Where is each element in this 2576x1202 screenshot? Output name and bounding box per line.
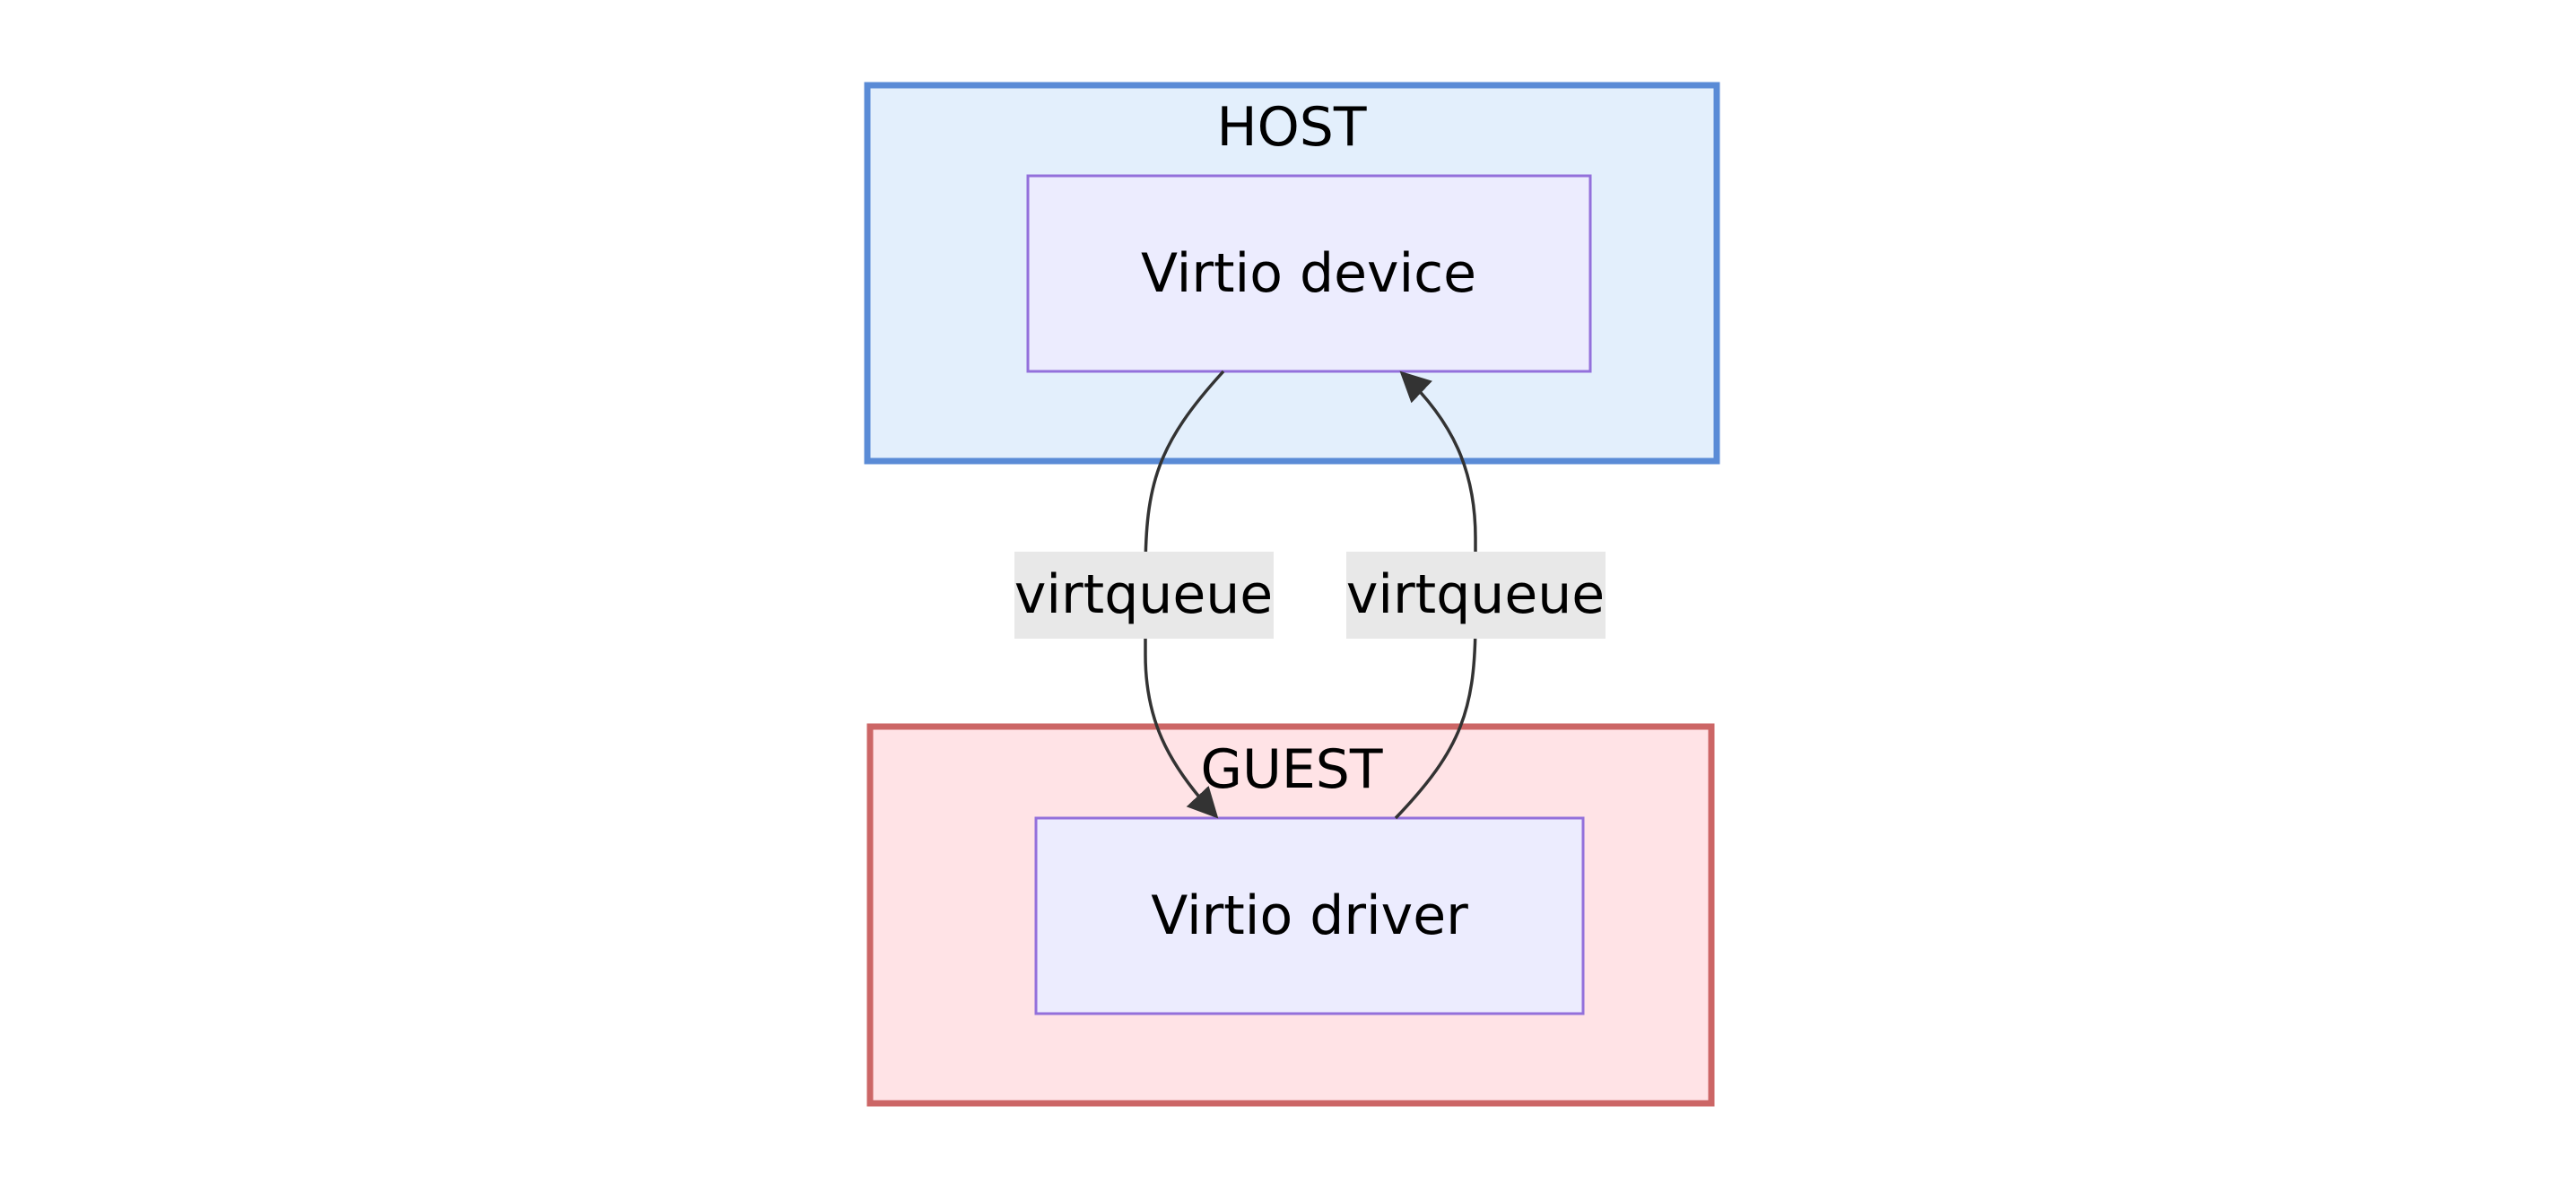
virtio-device-label: Virtio device [1141,242,1476,305]
virtio-driver-box[interactable] [1034,816,1585,1015]
edge-driver-to-device: virtqueue [1346,370,1606,820]
virtio-driver-label: Virtio driver [1151,884,1468,947]
virtio-device-node[interactable]: Virtio device [1026,174,1592,373]
virtio-driver-node[interactable]: Virtio driver [1034,816,1585,1015]
guest-cluster-title: GUEST [1200,738,1382,801]
virtio-device-box[interactable] [1026,174,1592,373]
edge-device-to-driver: virtqueue [1014,370,1274,819]
edge-driver-to-device-label-bg [1346,552,1606,639]
edge-device-to-driver-label: virtqueue [1014,563,1273,626]
host-cluster-title: HOST [1216,96,1366,159]
edge-driver-to-device-label: virtqueue [1346,563,1605,626]
edge-device-to-driver-label-bg [1014,552,1274,639]
